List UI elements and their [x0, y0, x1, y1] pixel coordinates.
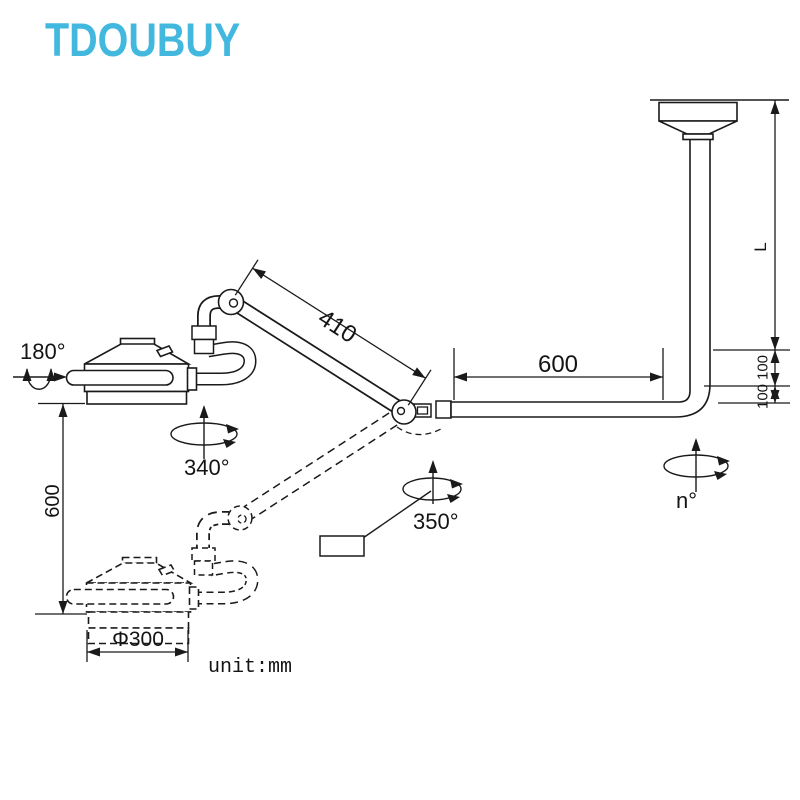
- angle-label-350: 350°: [413, 509, 459, 534]
- dim-label-100-lower: 100: [754, 383, 772, 410]
- angle-label-340: 340°: [184, 455, 230, 480]
- upper-lamp-assembly: [65, 288, 407, 416]
- callout-box: [319, 535, 365, 557]
- angle-label-180: 180°: [20, 339, 66, 364]
- lowered-position-assembly-dashed: [65, 405, 442, 645]
- ceiling-mount: [650, 99, 789, 141]
- lamp-head-lowered-dashed: [65, 556, 200, 645]
- drop-tube-and-horizontal-arm: [450, 138, 711, 418]
- dim-label-L: L: [751, 242, 770, 252]
- dim-label-100-upper: 100: [754, 354, 772, 381]
- brand-logo: TDOUBUY: [45, 13, 241, 66]
- lamp-head-upper: [65, 337, 198, 405]
- dimension-phi300: [86, 630, 189, 662]
- dimension-600-vertical: [35, 402, 87, 615]
- spring-arm: [232, 299, 407, 416]
- ceiling-mount-and-arm: [391, 99, 789, 425]
- dimension-410: [234, 259, 432, 406]
- dim-label-phi300: Φ300: [112, 628, 164, 651]
- angle-label-n: n°: [676, 488, 698, 513]
- unit-note: unit:mm: [208, 656, 293, 679]
- dimension-L-100-100: [704, 100, 790, 404]
- lamp-handle: [65, 369, 174, 386]
- dim-label-600-arm: 600: [537, 351, 579, 378]
- rotation-n-symbol: [663, 438, 730, 492]
- rotation-350-symbol: [319, 460, 463, 557]
- tilt-180-annotation: [13, 368, 67, 390]
- lamp-knob: [155, 345, 174, 358]
- dim-label-600-vertical: 600: [42, 484, 64, 518]
- rotation-340-symbol: [170, 405, 239, 459]
- dimension-600-horizontal: [453, 348, 664, 400]
